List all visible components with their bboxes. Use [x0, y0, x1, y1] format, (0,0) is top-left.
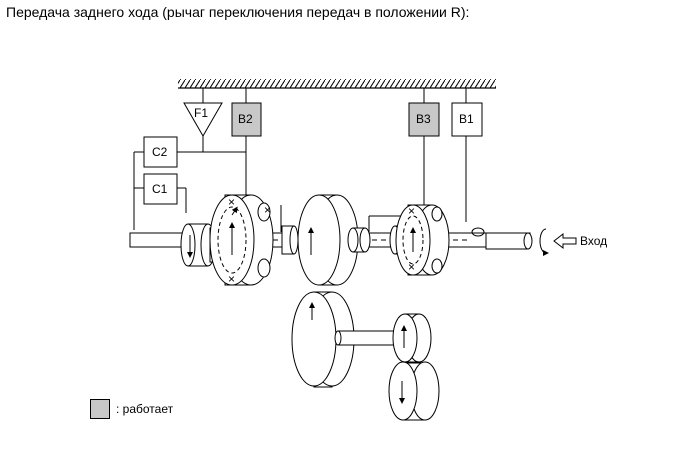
- b3-brake-box: B3: [408, 102, 440, 137]
- b1-label: B1: [459, 112, 474, 126]
- svg-text:×: ×: [228, 195, 235, 209]
- input-label: Вход: [580, 234, 607, 248]
- counter-drive-gear: [297, 194, 359, 286]
- svg-text:×: ×: [228, 272, 235, 286]
- front-collar: [347, 227, 371, 253]
- c2-label: C2: [152, 145, 168, 159]
- b3-label: B3: [416, 112, 431, 126]
- input-rotation-arrow: [539, 228, 549, 256]
- page-title: Передача заднего хода (рычаг переключени…: [6, 4, 470, 20]
- front-planetary-gear-set: [389, 204, 485, 276]
- intermediate-ring: [281, 225, 299, 255]
- legend-text: : работает: [116, 402, 174, 416]
- svg-text:×: ×: [408, 204, 415, 218]
- b2-brake-box: B2: [231, 102, 262, 137]
- rear-planetary-gear-set: [209, 194, 274, 286]
- connection-lines: [133, 88, 467, 232]
- housing-ground: [178, 79, 496, 89]
- input-direction-arrow: [553, 232, 577, 250]
- input-shaft: [485, 232, 533, 250]
- differential-ring-gear: [388, 361, 440, 421]
- b2-label: B2: [238, 112, 253, 126]
- c1-clutch-box: C1: [143, 173, 178, 205]
- svg-text:×: ×: [264, 203, 271, 217]
- front-planetary-pinion-marks: × ×: [408, 204, 415, 274]
- b1-brake-box: B1: [451, 102, 483, 137]
- legend: : работает: [90, 399, 173, 419]
- f1-one-way-clutch: F1: [183, 102, 223, 138]
- c1-label: C1: [152, 182, 168, 196]
- rear-planetary-pinion-marks: × × ×: [228, 195, 271, 286]
- counter-shaft: [334, 330, 401, 346]
- f1-label: F1: [194, 106, 208, 120]
- c2-clutch-box: C2: [143, 136, 178, 168]
- output-drive-gear: [392, 313, 432, 363]
- legend-active-swatch: [90, 399, 110, 419]
- svg-text:×: ×: [408, 260, 415, 274]
